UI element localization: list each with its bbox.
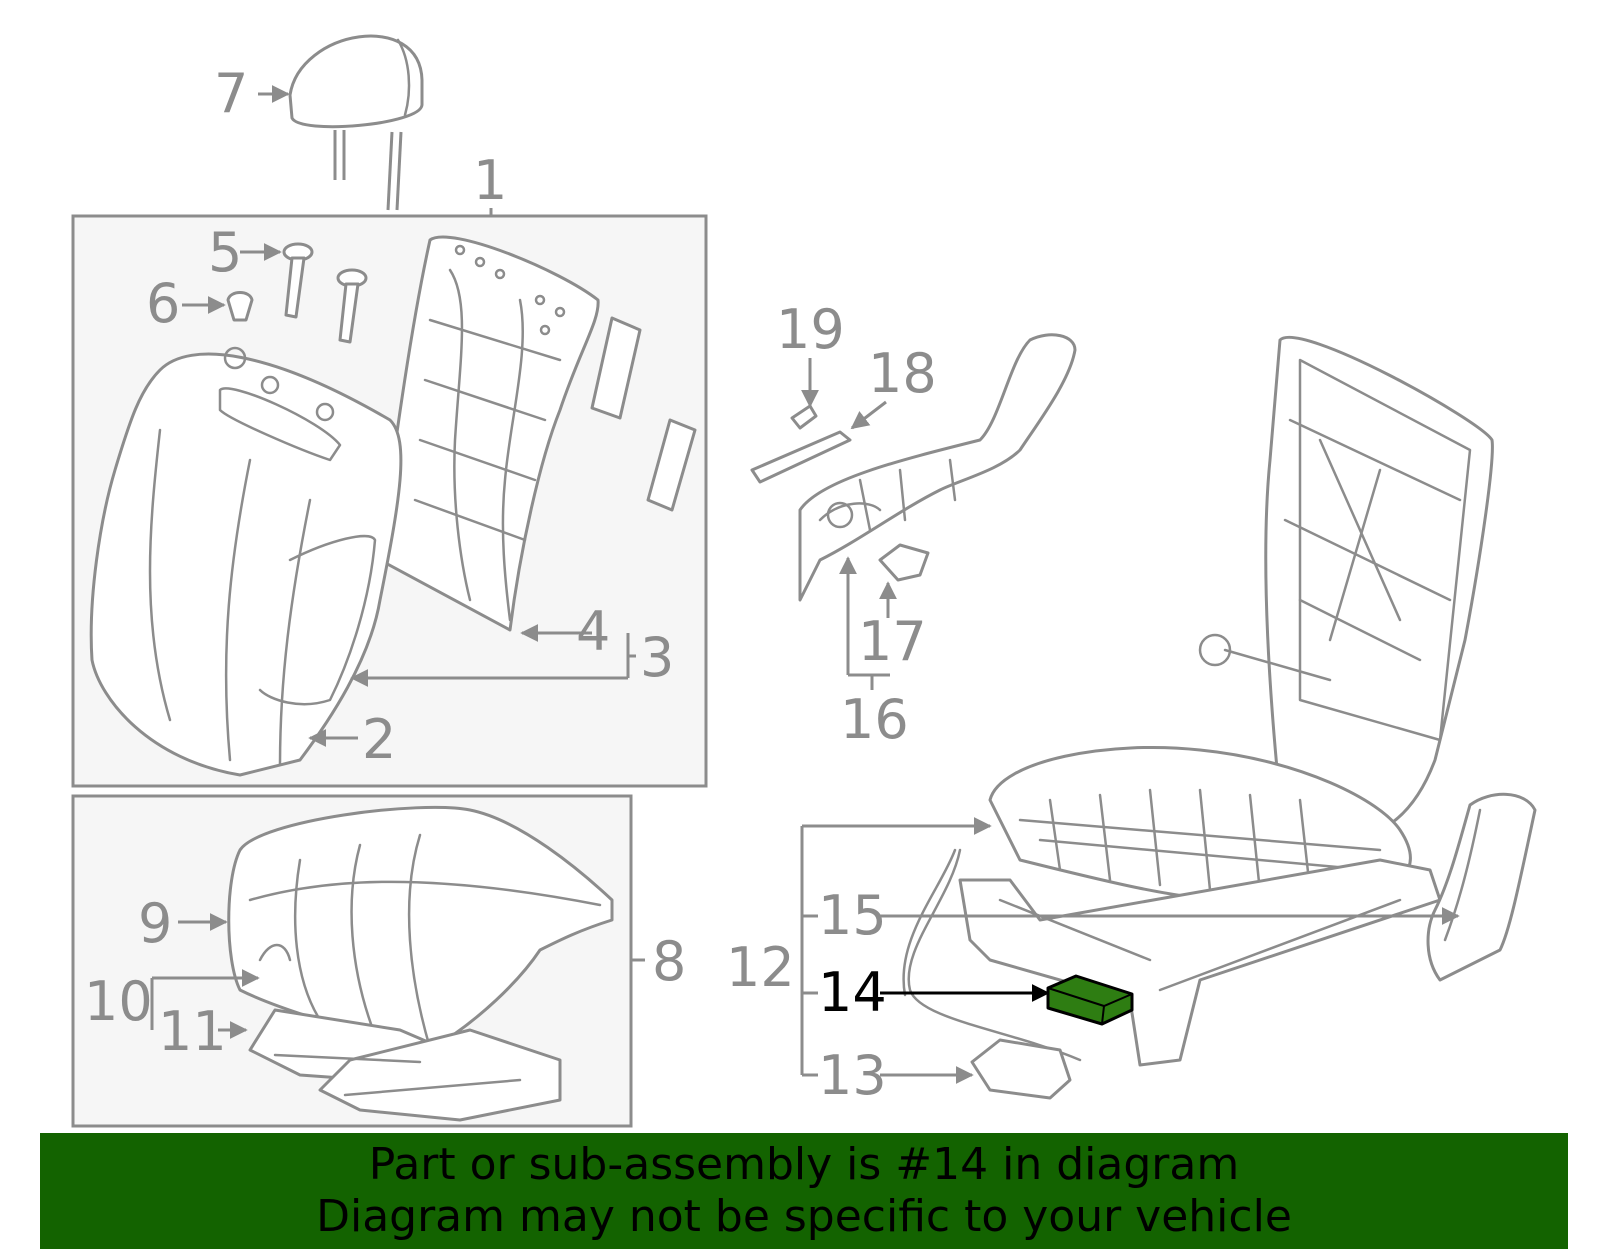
callout-1: 1 — [473, 149, 507, 212]
banner-line-1: Part or sub-assembly is #14 in diagram — [368, 1139, 1240, 1190]
seatback-cover — [89, 346, 403, 777]
release-knob — [878, 543, 930, 582]
banner-line-2: Diagram may not be specific to your vehi… — [316, 1191, 1292, 1242]
callout-2: 2 — [362, 708, 396, 771]
side-shield — [1426, 792, 1537, 982]
callout-12: 12 — [726, 936, 795, 999]
callout-17: 17 — [858, 610, 927, 673]
callout-15: 15 — [818, 884, 887, 947]
trim-piece — [750, 430, 852, 484]
seat-cushion — [227, 805, 614, 1052]
callout-4: 4 — [576, 600, 610, 663]
callout-6: 6 — [146, 272, 180, 335]
heater-mats — [248, 1008, 562, 1122]
callout-14: 14 — [818, 961, 887, 1024]
seatback-pad — [378, 235, 697, 632]
highlighted-part-14 — [1046, 974, 1134, 1026]
callout-16: 16 — [840, 688, 909, 751]
callout-5: 5 — [208, 221, 242, 284]
callout-19: 19 — [776, 298, 845, 361]
bolts — [226, 242, 368, 344]
info-banner: Part or sub-assembly is #14 in diagram D… — [40, 1133, 1568, 1249]
callout-7: 7 — [214, 62, 248, 125]
cable-and-motor — [902, 848, 1082, 1100]
callout-13: 13 — [818, 1044, 887, 1107]
callout-18: 18 — [868, 342, 937, 405]
seat-frame — [958, 336, 1494, 1067]
leader-lines — [150, 85, 1460, 1084]
recliner-cover — [798, 333, 1077, 602]
callout-11: 11 — [158, 1000, 227, 1063]
callout-8: 8 — [652, 930, 686, 993]
headrest — [288, 34, 424, 211]
clip — [790, 404, 818, 430]
callout-3: 3 — [640, 626, 674, 689]
callout-10: 10 — [84, 970, 153, 1033]
callout-9: 9 — [138, 892, 172, 955]
